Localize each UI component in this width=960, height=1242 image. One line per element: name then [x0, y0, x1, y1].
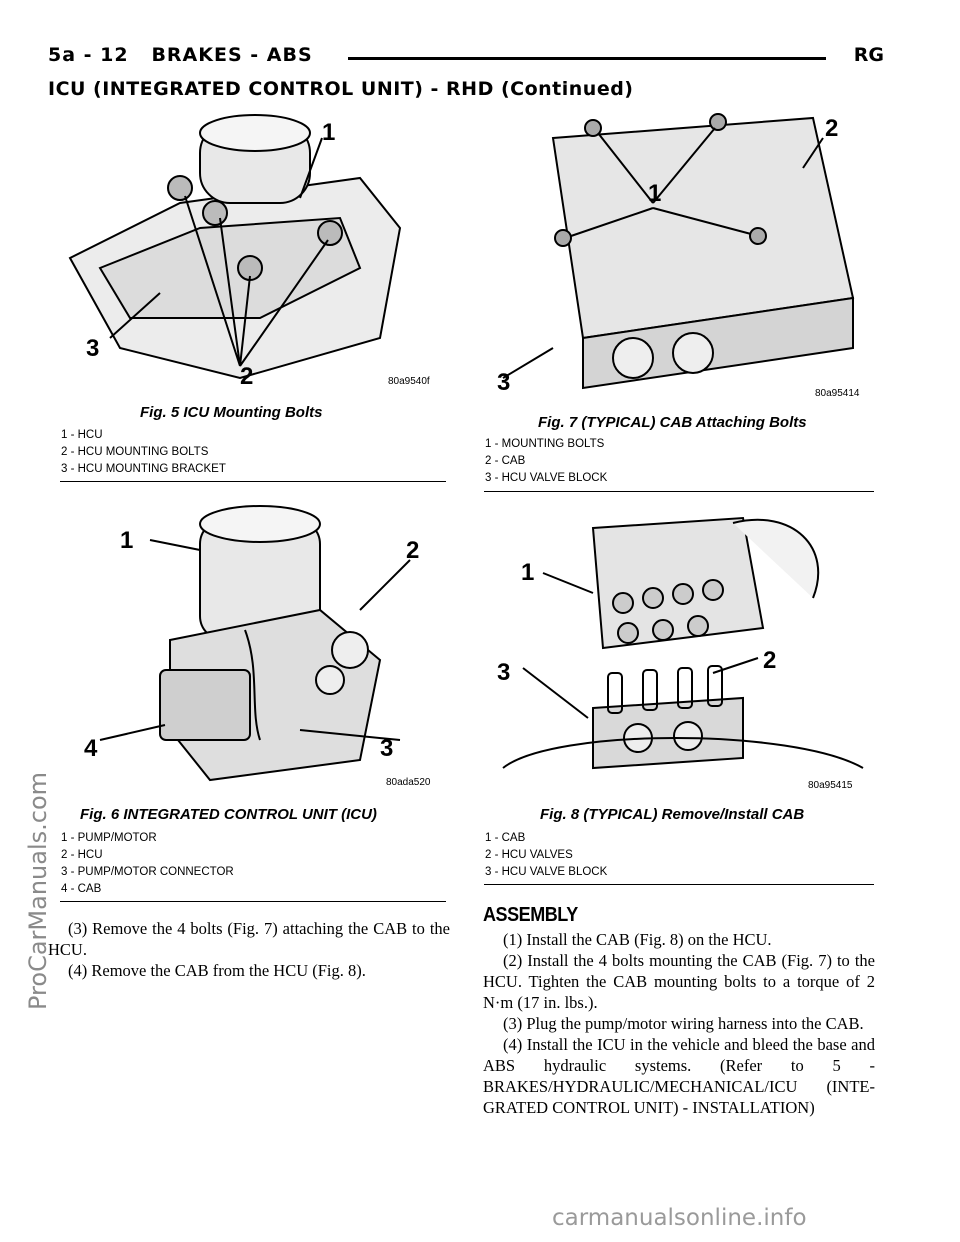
step-paragraph: (4) Remove the CAB from the HCU (Fig. 8)… [68, 961, 366, 980]
fig8-callout-3: 3 [497, 659, 510, 686]
legend-item: 1 - PUMP/MOTOR [61, 832, 157, 844]
figure-7-legend: 1 - MOUNTING BOLTS 2 - CAB 3 - HCU VALVE… [485, 436, 607, 487]
header-model: RG [853, 44, 884, 66]
figure-6-code: 80ada520 [386, 777, 431, 788]
header-section: 5a - 12 BRAKES - ABS [48, 44, 313, 66]
figure-8-rule [484, 884, 874, 885]
figure-7-image: 1 2 3 [483, 108, 875, 398]
figure-8-legend: 1 - CAB 2 - HCU VALVES 3 - HCU VALVE BLO… [485, 830, 607, 881]
figure-6-image: 1 2 3 4 [70, 500, 450, 790]
page-subtitle: ICU (INTEGRATED CONTROL UNIT) - RHD (Con… [48, 78, 634, 100]
page-header: 5a - 12 BRAKES - ABS RG [48, 44, 884, 72]
legend-item: 2 - CAB [485, 455, 526, 467]
step-paragraph: (2) Install the 4 bolts mounting the CAB… [483, 951, 875, 1012]
fig7-callout-1: 1 [648, 180, 661, 207]
legend-item: 1 - CAB [485, 832, 526, 844]
header-rule [348, 57, 826, 60]
side-watermark: ProCarManuals.com [24, 771, 52, 1010]
step-paragraph: (3) Remove the 4 bolts (Fig. 7) attachin… [48, 919, 450, 959]
figure-7-caption: Fig. 7 (TYPICAL) CAB Attaching Bolts [538, 414, 807, 431]
figure-8-image: 1 2 3 [493, 508, 868, 793]
fig8-callout-2: 2 [763, 647, 776, 674]
figure-5-code: 80a9540f [388, 376, 430, 387]
figure-8-code: 80a95415 [808, 780, 853, 791]
bottom-watermark: carmanualsonline.info [552, 1205, 807, 1231]
figure-5-legend: 1 - HCU 2 - HCU MOUNTING BOLTS 3 - HCU M… [61, 427, 226, 478]
legend-item: 4 - CAB [61, 883, 102, 895]
legend-item: 3 - PUMP/MOTOR CONNECTOR [61, 866, 234, 878]
legend-item: 2 - HCU VALVES [485, 849, 573, 861]
step-paragraph: (3) Plug the pump/motor wiring harness i… [503, 1014, 864, 1033]
fig8-callout-1: 1 [521, 559, 534, 586]
legend-item: 2 - HCU [61, 849, 103, 861]
fig6-callout-2: 2 [406, 537, 419, 564]
fig7-callout-3: 3 [497, 369, 510, 396]
legend-item: 1 - MOUNTING BOLTS [485, 438, 605, 450]
fig5-callout-1: 1 [322, 119, 335, 146]
fig6-callout-1: 1 [120, 527, 133, 554]
left-body-text: (3) Remove the 4 bolts (Fig. 7) attachin… [48, 918, 450, 981]
figure-8-caption: Fig. 8 (TYPICAL) Remove/Install CAB [540, 806, 805, 823]
legend-item: 3 - HCU VALVE BLOCK [485, 472, 608, 484]
legend-item: 3 - HCU VALVE BLOCK [485, 866, 608, 878]
fig5-callout-3: 3 [86, 335, 99, 362]
figure-7-code: 80a95414 [815, 388, 860, 399]
step-paragraph: (4) Install the ICU in the vehicle and b… [483, 1035, 875, 1117]
figure-6-legend: 1 - PUMP/MOTOR 2 - HCU 3 - PUMP/MOTOR CO… [61, 830, 234, 898]
assembly-body-text: (1) Install the CAB (Fig. 8) on the HCU.… [483, 929, 875, 1118]
step-paragraph: (1) Install the CAB (Fig. 8) on the HCU. [503, 930, 772, 949]
fig5-callout-2: 2 [240, 363, 253, 390]
figure-5-image: 1 2 3 [60, 108, 452, 398]
legend-item: 2 - HCU MOUNTING BOLTS [61, 446, 209, 458]
figure-6-caption: Fig. 6 INTEGRATED CONTROL UNIT (ICU) [80, 806, 377, 823]
figure-6-rule [60, 901, 446, 902]
fig6-callout-3: 3 [380, 735, 393, 762]
legend-item: 1 - HCU [61, 429, 103, 441]
fig6-callout-4: 4 [84, 735, 98, 762]
fig7-callout-2: 2 [825, 115, 838, 142]
section-heading-assembly: ASSEMBLY [483, 904, 578, 926]
legend-item: 3 - HCU MOUNTING BRACKET [61, 463, 226, 475]
figure-5-caption: Fig. 5 ICU Mounting Bolts [140, 404, 323, 421]
figure-5-rule [60, 481, 446, 482]
figure-7-rule [484, 491, 874, 492]
